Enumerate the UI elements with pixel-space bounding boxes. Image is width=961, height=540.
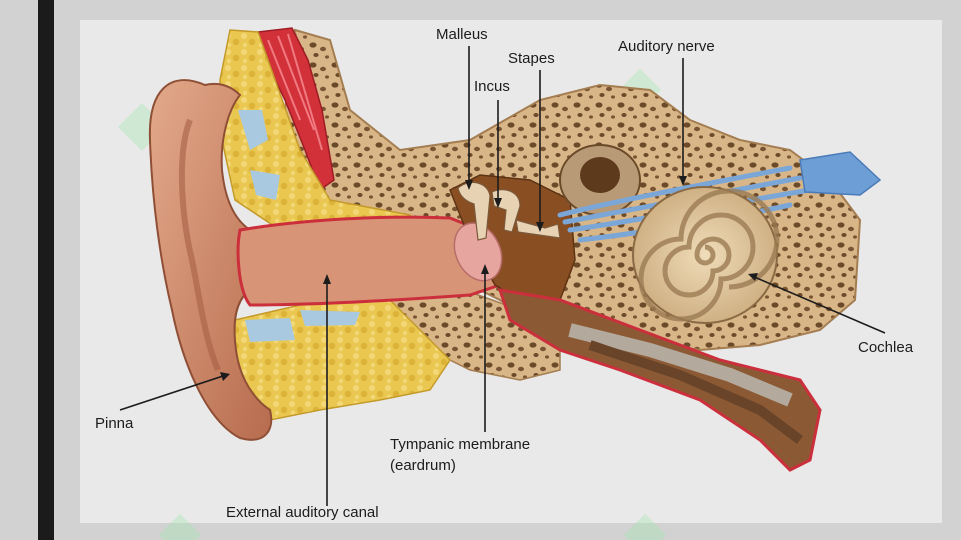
label-incus: Incus bbox=[474, 78, 510, 95]
eardrum-shape bbox=[453, 222, 503, 282]
label-cochlea: Cochlea bbox=[858, 339, 914, 356]
label-external-auditory-canal: External auditory canal bbox=[226, 504, 379, 521]
label-auditory-nerve: Auditory nerve bbox=[618, 38, 715, 55]
pointer-lines bbox=[119, 46, 886, 506]
nerve-bundle-end bbox=[799, 151, 882, 196]
label-stapes: Stapes bbox=[508, 50, 555, 67]
label-tympanic-membrane: Tympanic membrane bbox=[390, 436, 531, 453]
stapes-bone bbox=[515, 219, 561, 239]
pointer-arrowheads bbox=[220, 176, 758, 381]
cochlea-spiral bbox=[632, 186, 780, 324]
label-pinna: Pinna bbox=[95, 415, 134, 432]
label-eardrum: (eardrum) bbox=[390, 457, 456, 474]
left-border-bar bbox=[38, 0, 54, 540]
label-malleus: Malleus bbox=[436, 26, 488, 43]
ear-canal bbox=[236, 215, 502, 307]
malleus-bone bbox=[457, 181, 491, 241]
